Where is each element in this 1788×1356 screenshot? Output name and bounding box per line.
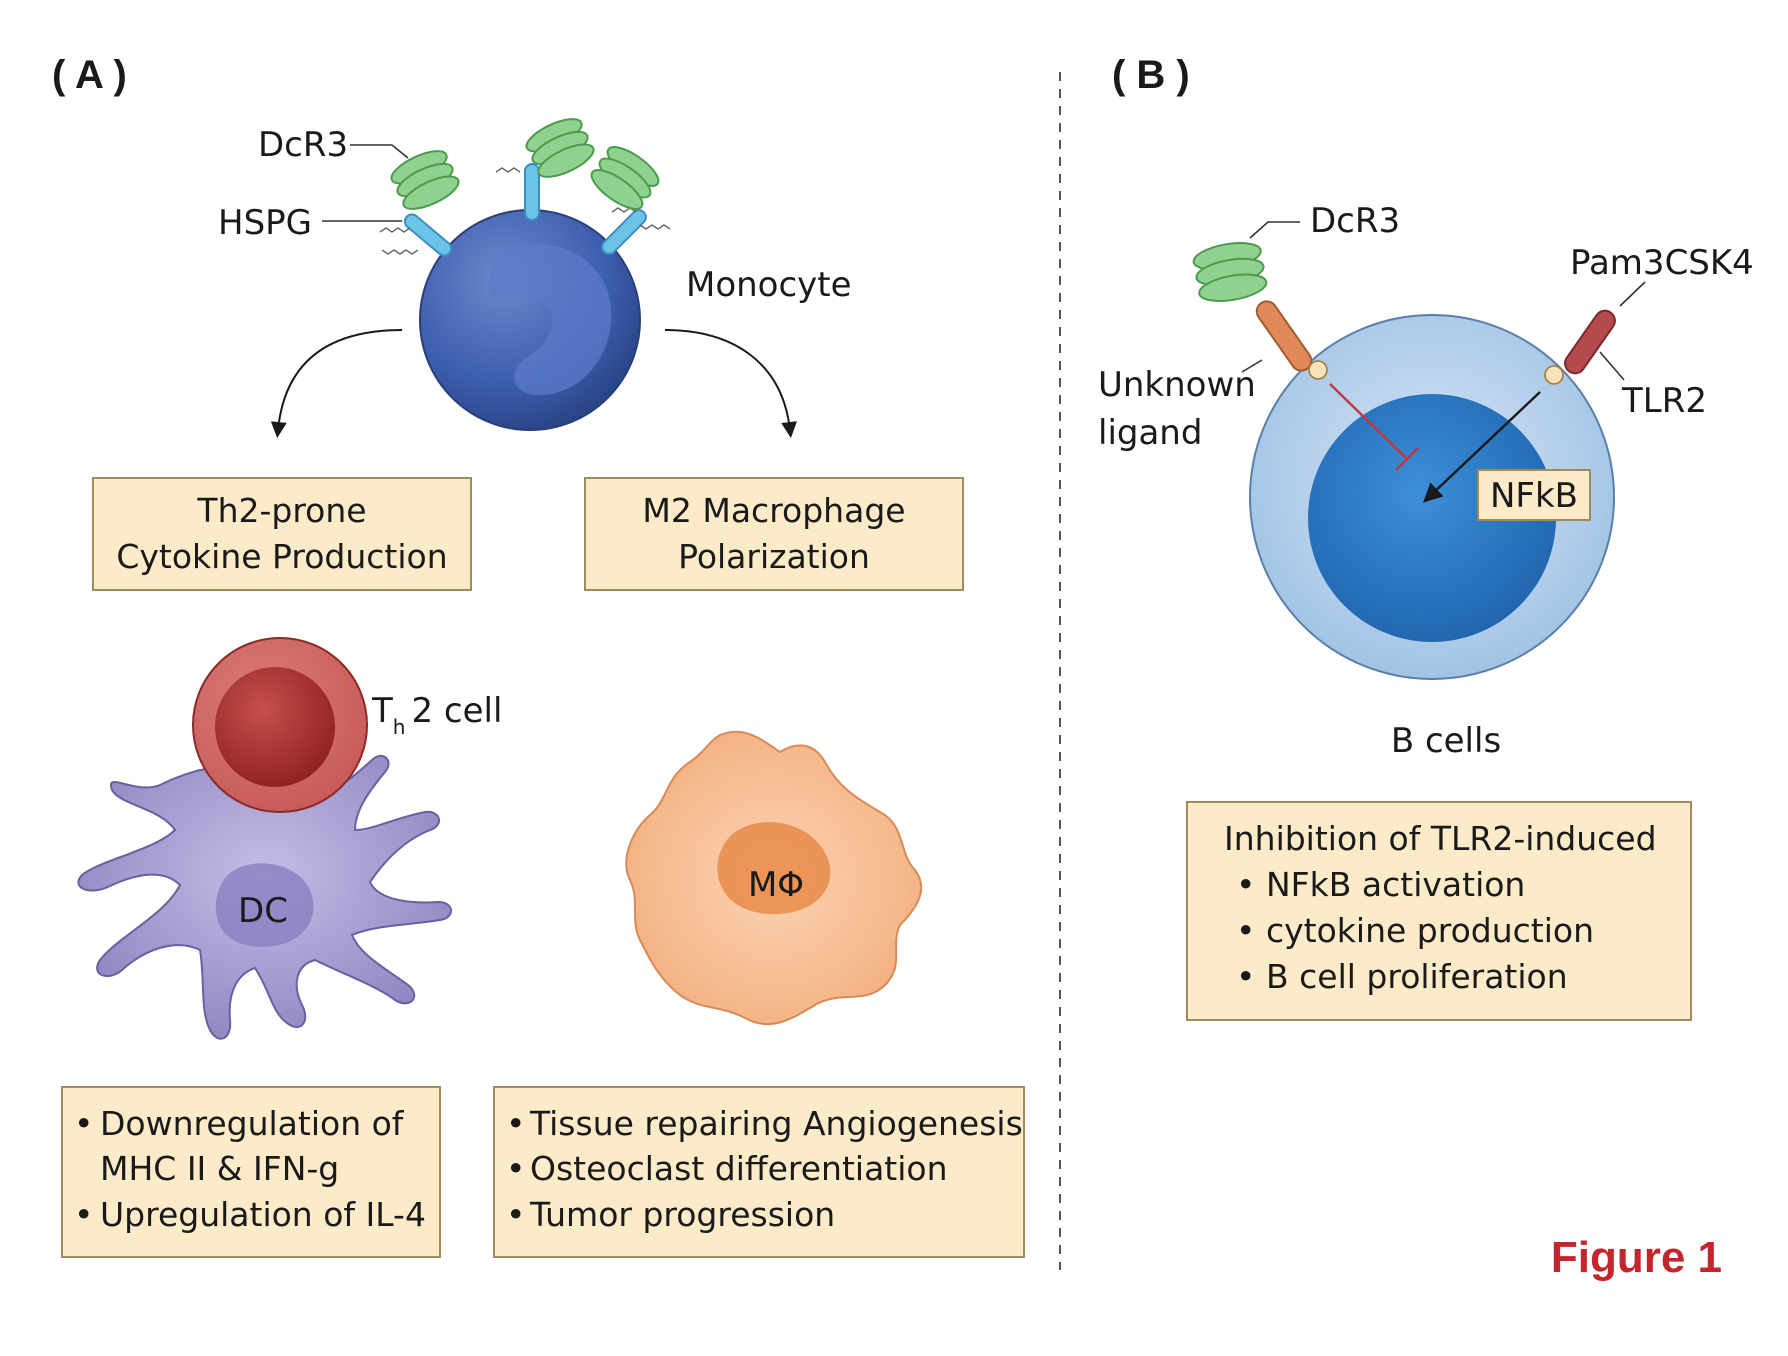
dc-effect-1: Downregulation of (100, 1104, 405, 1143)
th2-prone-line2: Cytokine Production (116, 537, 447, 576)
macrophage-effects-box: • Tissue repairing Angiogenesis • Osteoc… (493, 1086, 1025, 1258)
nfkb-label: NFkB (1490, 476, 1578, 516)
hspg-label: HSPG (218, 203, 312, 243)
dc-label: DC (238, 891, 288, 931)
inhibition-item-2-bullet: • (1236, 911, 1255, 950)
arrow-to-m2 (664, 329, 798, 438)
th2-prone-box: Th2-prone Cytokine Production (92, 477, 472, 591)
tlr2-receptor (1544, 309, 1616, 385)
m2-polarization-box: M2 Macrophage Polarization (584, 477, 964, 591)
mac-effect-1: Tissue repairing Angiogenesis (529, 1104, 1023, 1143)
mac-effect-1-bullet: • (506, 1104, 525, 1143)
dc-effect-2: Upregulation of IL-4 (100, 1195, 426, 1234)
inhibition-box: Inhibition of TLR2-induced • NFkB activa… (1186, 801, 1692, 1021)
b-cell-nucleus (1308, 394, 1556, 642)
tlr2-leader (1599, 351, 1625, 381)
mac-effect-2-bullet: • (506, 1149, 525, 1188)
nfkb-box: NFkB (1477, 469, 1591, 521)
th2-label-rest: 2 cell (411, 691, 502, 731)
monocyte-label: Monocyte (686, 265, 852, 305)
macrophage-cell (625, 730, 923, 1026)
unknown-ligand-receptor (1255, 300, 1328, 380)
hspg-receptors (403, 163, 647, 257)
inhibition-title: Inhibition of TLR2-induced (1224, 819, 1657, 858)
monocyte-cell (419, 209, 641, 431)
dc-effect-2-bullet: • (74, 1195, 93, 1234)
th2-label-t: T (371, 691, 393, 731)
dcr3-label-b: DcR3 (1310, 201, 1400, 241)
inhibition-item-2: cytokine production (1266, 911, 1594, 950)
m2-line1: M2 Macrophage (642, 491, 905, 530)
mac-effect-2: Osteoclast differentiation (530, 1149, 948, 1188)
inhibition-item-1: NFkB activation (1266, 865, 1525, 904)
dc-effect-1b: MHC II & IFN-g (100, 1149, 339, 1188)
dcr3-protein-b (1192, 242, 1268, 302)
mac-effect-3: Tumor progression (529, 1195, 835, 1234)
inhibition-item-3-bullet: • (1236, 957, 1255, 996)
inhibition-item-3: B cell proliferation (1266, 957, 1568, 996)
dc-effect-1-bullet: • (74, 1104, 93, 1143)
inhibition-line (1329, 383, 1419, 471)
monocyte-nucleus (488, 244, 612, 396)
th2-label-sub: h (393, 715, 406, 739)
inhibition-item-1-bullet: • (1236, 865, 1255, 904)
unknown-ligand-line1: Unknown (1098, 365, 1256, 405)
b-cells-label: B cells (1391, 721, 1501, 761)
pam-leader (1619, 281, 1646, 307)
macrophage-nucleus (717, 822, 831, 915)
th2-prone-line1: Th2-prone (196, 491, 366, 530)
unknown-ligand-line2: ligand (1098, 413, 1202, 453)
macrophage-label: MΦ (748, 865, 804, 905)
panel-b-label: ( B ) (1112, 53, 1190, 97)
mac-effect-3-bullet: • (506, 1195, 525, 1234)
m2-line2: Polarization (678, 537, 870, 576)
tlr2-label: TLR2 (1621, 381, 1707, 421)
arrow-to-th2 (270, 329, 403, 438)
th2-cell (192, 637, 368, 813)
dcr3-proteins (390, 118, 660, 210)
dendritic-cell (77, 738, 452, 1040)
dc-effects-box: • Downregulation of MHC II & IFN-g • Upr… (61, 1086, 441, 1258)
activation-arrow (1423, 391, 1541, 503)
dcr3-label-a: DcR3 (258, 125, 348, 165)
unknown-leader (1241, 359, 1263, 373)
pam3csk4-label: Pam3CSK4 (1570, 243, 1754, 283)
dcr3-leader-b (1249, 221, 1300, 239)
figure-label: Figure 1 (1551, 1233, 1722, 1282)
dc-nucleus (215, 863, 314, 948)
heparan-chains (379, 167, 671, 255)
panel-a-label: ( A ) (52, 53, 127, 97)
dcr3-leader-a (350, 144, 409, 159)
